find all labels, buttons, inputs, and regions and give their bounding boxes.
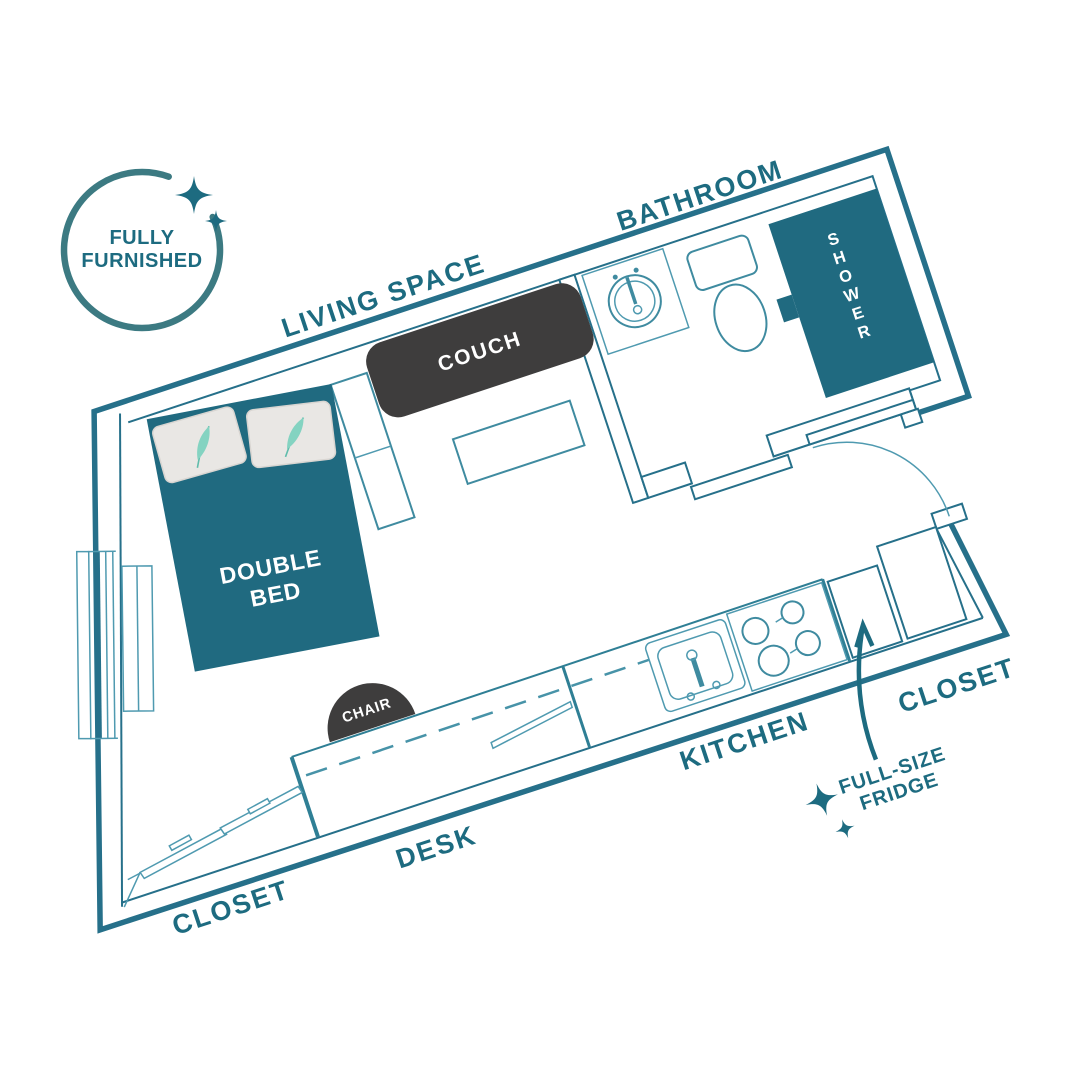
double-bed: DOUBLE BED (146, 383, 380, 672)
counter-divider-left (289, 756, 320, 838)
counter-divider-right (821, 578, 852, 662)
window (75, 550, 118, 740)
shelf (329, 371, 416, 531)
badge-line1: FULLY (109, 227, 174, 249)
toilet (686, 234, 768, 353)
fully-furnished-badge: FULLY FURNISHED (60, 168, 227, 332)
shower: S H O W E R (768, 188, 935, 399)
sparkle-icon (205, 210, 227, 232)
sparkle-icon (175, 176, 213, 214)
stove (725, 581, 849, 692)
kitchen-sink (644, 619, 746, 713)
fridge (826, 564, 904, 660)
feather-icon (284, 417, 305, 458)
fridge-arrowhead (854, 618, 875, 648)
kitchen-label: KITCHEN (676, 706, 813, 777)
closet-right-interior (875, 525, 968, 640)
svg-text:H: H (831, 248, 848, 269)
svg-text:O: O (837, 266, 855, 287)
shower-handle (776, 294, 800, 323)
counter-divider-mid (561, 665, 591, 748)
entry-door-leaf (805, 398, 918, 446)
bathroom-sink (581, 247, 690, 356)
inner-wall-closet-right (935, 528, 984, 619)
badge-line2: FURNISHED (81, 250, 202, 272)
pillow (152, 406, 247, 484)
counter-dashed-line (305, 600, 823, 777)
outer-wall (91, 145, 1011, 934)
desk-drawer-panel (490, 700, 574, 750)
coffee-table (451, 399, 586, 486)
window-sill (75, 550, 92, 740)
shower-label: S (825, 229, 841, 250)
entry-door (805, 398, 950, 517)
badge-circle (60, 168, 224, 332)
fridge-arrow (856, 626, 879, 761)
pillow (245, 400, 337, 469)
closet-left-doors (123, 785, 304, 908)
inner-wall-left (119, 413, 124, 907)
bathroom-wall-left-segment (640, 461, 694, 500)
inner-wall-bottom (122, 616, 984, 904)
counter-front-edge (291, 578, 823, 758)
chair (327, 683, 416, 743)
sparkle-icon (805, 783, 838, 816)
couch (366, 283, 594, 418)
sparkle-icon (835, 819, 855, 839)
bathroom-label: BATHROOM (613, 154, 787, 237)
svg-text:W: W (842, 284, 863, 306)
bathroom-pocket-door (689, 453, 794, 501)
svg-text:E: E (850, 303, 866, 324)
svg-text:R: R (856, 322, 873, 343)
radiator (121, 565, 155, 712)
feather-icon (196, 425, 210, 468)
